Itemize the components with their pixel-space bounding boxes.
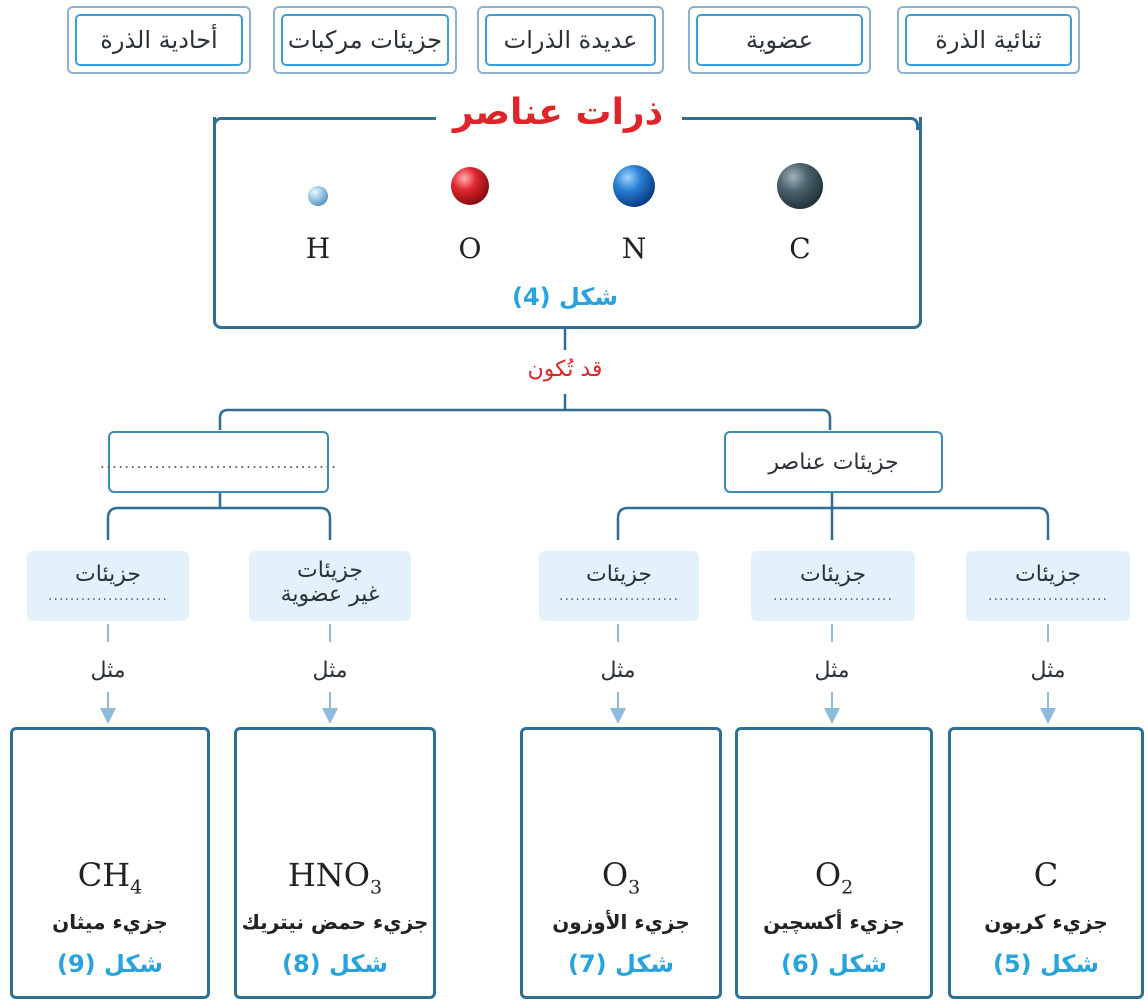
kind-blank: ...................... xyxy=(773,588,893,604)
atoms-box-top-left xyxy=(213,117,436,130)
example-word-4: مثل xyxy=(312,658,348,683)
branch-right xyxy=(616,506,1050,540)
figure-label: شكل (7) xyxy=(568,950,674,978)
may-form-label: قد تُكون xyxy=(527,357,603,382)
carbon-atom-icon xyxy=(777,163,823,209)
blank-dots: ....................................... xyxy=(99,452,338,472)
kind-box-4: جزيئات غير عضوية xyxy=(249,551,411,621)
example-word-3: مثل xyxy=(600,658,636,683)
example-card-nitric-acid: HNO3 جزيء حمض نيتريك شكل (8) xyxy=(234,727,436,999)
word-bank-item-organic[interactable]: عضوية xyxy=(688,6,871,74)
atom-symbol-c: C xyxy=(789,232,811,265)
kind-label: جزيئات xyxy=(75,562,141,587)
branch-left xyxy=(106,506,332,540)
figure-label: شكل (8) xyxy=(282,950,388,978)
formula: C xyxy=(1033,856,1059,894)
word-bank-label: عديدة الذرات xyxy=(485,14,656,66)
kind-label: جزيئات xyxy=(586,562,652,587)
example-card-ozone: O3 جزيء الأوزون شكل (7) xyxy=(520,727,722,999)
atom-symbol-o: O xyxy=(458,232,482,265)
molecule-name: جزيء كربون xyxy=(984,910,1108,934)
word-bank-item-monatomic[interactable]: أحادية الذرة xyxy=(67,6,251,74)
kind-label: جزيئات xyxy=(297,558,363,583)
formula: CH4 xyxy=(77,856,143,899)
molecule-name: جزيء ميثان xyxy=(52,910,168,934)
word-bank-label: جزيئات مركبات xyxy=(281,14,449,66)
figure-label: شكل (6) xyxy=(781,950,887,978)
nitrogen-atom-icon xyxy=(613,165,655,207)
kind-label: جزيئات xyxy=(1015,562,1081,587)
word-bank-item-compound-molecules[interactable]: جزيئات مركبات xyxy=(273,6,457,74)
kind-box-1[interactable]: جزيئات ...................... xyxy=(966,551,1130,621)
example-word-1: مثل xyxy=(1030,658,1066,683)
molecule-name: جزيء الأوزون xyxy=(552,910,690,934)
kind-blank: ...................... xyxy=(988,588,1108,604)
word-bank-item-diatomic[interactable]: ثنائية الذرة xyxy=(897,6,1080,74)
atom-symbol-n: N xyxy=(621,232,647,265)
kind-blank: ...................... xyxy=(559,588,679,604)
example-card-oxygen: O2 جزيء أكسچين شكل (6) xyxy=(735,727,933,999)
figure-label: شكل (5) xyxy=(993,950,1099,978)
word-bank-label: أحادية الذرة xyxy=(75,14,243,66)
word-bank-label: ثنائية الذرة xyxy=(905,14,1072,66)
atoms-box-top-right xyxy=(682,117,919,130)
elements-molecules-box: جزيئات عناصر xyxy=(724,431,943,493)
formula: O2 xyxy=(814,856,854,899)
molecule-name: جزيء حمض نيتريك xyxy=(241,910,429,934)
formula: HNO3 xyxy=(287,856,383,899)
example-word-2: مثل xyxy=(814,658,850,683)
branch-top xyxy=(218,408,832,430)
kind-label-2: غير عضوية xyxy=(280,582,380,607)
word-bank-label: عضوية xyxy=(696,14,863,66)
atoms-box xyxy=(213,117,922,329)
figure-label: شكل (9) xyxy=(57,950,163,978)
atom-symbol-h: H xyxy=(305,232,331,265)
figure-4-label: شكل (4) xyxy=(512,283,618,311)
compound-molecules-blank-box[interactable]: ....................................... xyxy=(100,431,336,493)
formula: O3 xyxy=(601,856,641,899)
example-card-carbon: C جزيء كربون شكل (5) xyxy=(948,727,1144,999)
kind-label: جزيئات xyxy=(800,562,866,587)
atoms-box-title: ذرات عناصر xyxy=(452,92,664,133)
kind-blank: ...................... xyxy=(48,588,168,604)
example-word-5: مثل xyxy=(90,658,126,683)
molecule-name: جزيء أكسچين xyxy=(763,910,905,934)
example-card-methane: CH4 جزيء ميثان شكل (9) xyxy=(10,727,210,999)
kind-box-5[interactable]: جزيئات ...................... xyxy=(27,551,189,621)
oxygen-atom-icon xyxy=(451,167,489,205)
kind-box-3[interactable]: جزيئات ...................... xyxy=(539,551,699,621)
kind-box-2[interactable]: جزيئات ...................... xyxy=(751,551,915,621)
word-bank-item-polyatomic[interactable]: عديدة الذرات xyxy=(477,6,664,74)
hydrogen-atom-icon xyxy=(308,186,328,206)
